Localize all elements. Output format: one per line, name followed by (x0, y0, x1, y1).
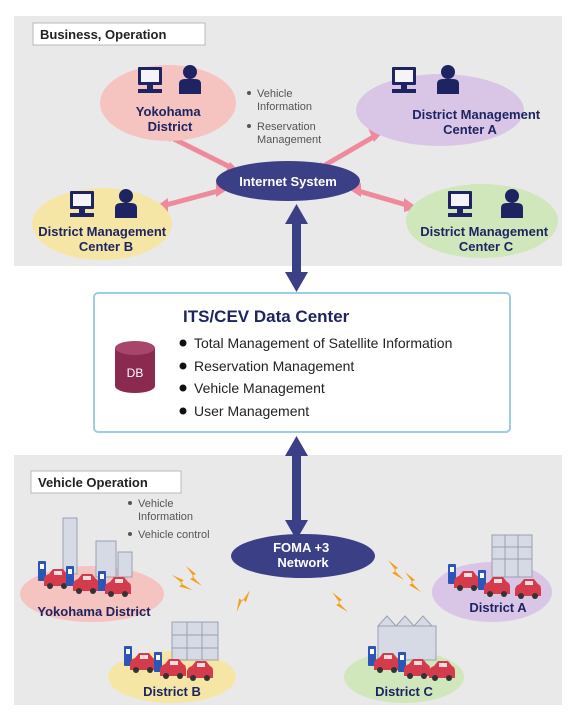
svg-text:Vehicle control: Vehicle control (138, 529, 210, 541)
vehicle-operation-label-box (30, 470, 182, 494)
bottom-info-bullets: Vehicle Information Vehicle control (128, 498, 210, 541)
top-info-bullets: Vehicle Information Reservation Manageme… (247, 88, 321, 146)
db-label: DB (127, 366, 144, 380)
center-b-node (32, 188, 172, 260)
datacenter-to-network-arrow (285, 436, 308, 540)
district-b-label: District B (143, 684, 201, 699)
yokohama-district-label: Yokohama District (37, 604, 151, 619)
data-center-function-list: Total Management of Satellite Informatio… (179, 335, 452, 419)
computer-icon (70, 191, 94, 217)
computer-icon (138, 67, 162, 93)
internet-links (161, 133, 411, 209)
function-item: Reservation Management (194, 358, 354, 374)
vehicle-operation-title: Vehicle Operation (38, 475, 148, 490)
computer-icon (448, 191, 472, 217)
svg-text:Reservation: Reservation (257, 121, 316, 133)
svg-text:Vehicle: Vehicle (257, 88, 292, 100)
svg-text:Information: Information (138, 511, 193, 523)
function-item: Vehicle Management (194, 380, 325, 396)
computer-icon (392, 67, 416, 93)
svg-text:Management: Management (257, 134, 321, 146)
center-c-node (406, 184, 558, 258)
center-b-node-label: District Management Center B (38, 224, 170, 254)
yokohama-district-node (100, 65, 236, 141)
its-cev-data-center (93, 292, 511, 433)
yokohama-node-label: Yokohama District (136, 104, 204, 134)
svg-text:Information: Information (257, 101, 312, 113)
business-operation-title: Business, Operation (40, 27, 166, 42)
district-a-label: District A (469, 600, 527, 615)
internet-system-hub (216, 161, 360, 201)
district-a-building (491, 534, 533, 578)
db-cylinder-icon (115, 341, 155, 393)
function-item: Total Management of Satellite Informatio… (194, 335, 452, 351)
svg-text:Vehicle: Vehicle (138, 498, 173, 510)
center-c-node-label: District Management Center C (420, 224, 552, 254)
center-a-node-label: District Management Center A (412, 107, 544, 137)
internet-system-label: Internet System (239, 174, 337, 189)
data-center-title: ITS/CEV Data Center (183, 307, 350, 326)
foma-network-hub (231, 534, 375, 578)
hub-to-datacenter-arrow (285, 204, 308, 292)
district-c-building (376, 615, 437, 661)
function-item: User Management (194, 403, 309, 419)
district-b-building (171, 621, 219, 661)
business-operation-label-box (32, 22, 206, 46)
district-c-label: District C (375, 684, 433, 699)
foma-network-label: FOMA +3 Network (273, 540, 333, 570)
